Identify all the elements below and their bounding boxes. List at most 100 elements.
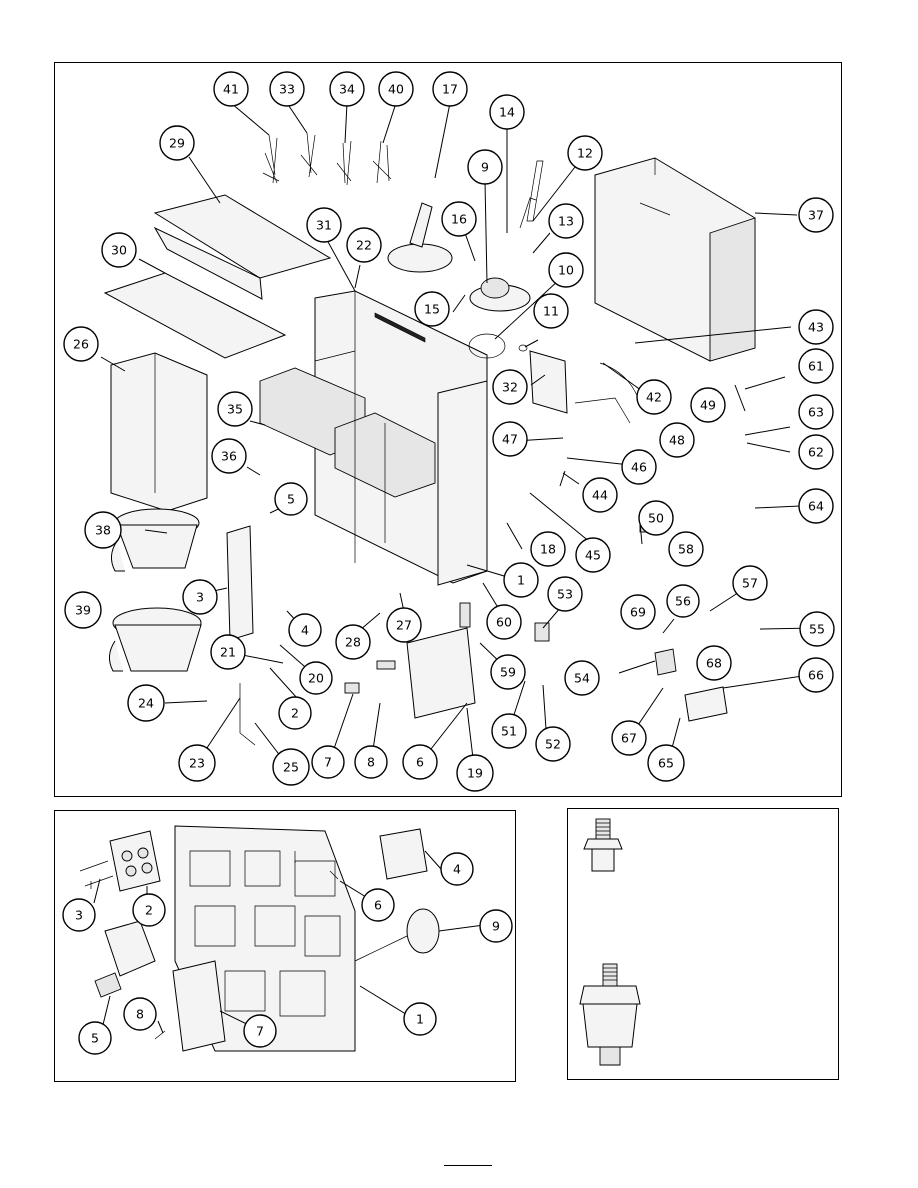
main-exploded-view: 41 33 34 40 17 14 12 9 29 16 13 37 31 22… [63, 71, 835, 792]
wire-harness-group [262, 132, 392, 186]
small-fitting [583, 818, 623, 872]
svg-text:67: 67 [621, 731, 637, 746]
svg-text:54: 54 [574, 671, 590, 686]
svg-text:3: 3 [75, 908, 83, 923]
svg-text:4: 4 [301, 623, 309, 638]
callout: 38 [84, 511, 122, 549]
callout: 59 [490, 654, 526, 690]
callout: 11 [533, 293, 569, 329]
callout: 16 [441, 201, 477, 237]
callout: 29 [159, 125, 195, 161]
inset-callout-bubbles: 4 3 2 6 9 1 5 8 7 [62, 852, 513, 1055]
callout: 5 [274, 482, 308, 516]
callout: 54 [564, 660, 600, 696]
door-panel [226, 525, 254, 641]
callout: 37 [798, 197, 834, 233]
callout: 17 [432, 71, 468, 107]
callout: 35 [217, 391, 253, 427]
callout: 7 [311, 745, 345, 779]
callout: 4 [288, 613, 322, 647]
svg-text:29: 29 [169, 136, 185, 151]
footer-rule [444, 1165, 492, 1167]
svg-text:25: 25 [283, 760, 299, 775]
svg-text:22: 22 [356, 238, 372, 253]
callout: 3 [182, 579, 218, 615]
side-panel [110, 352, 208, 512]
callout: 60 [486, 604, 522, 640]
callout: 7 [243, 1014, 277, 1048]
svg-text:17: 17 [442, 82, 458, 97]
svg-text:43: 43 [808, 320, 824, 335]
callout: 68 [696, 645, 732, 681]
svg-text:28: 28 [345, 635, 361, 650]
svg-text:39: 39 [75, 603, 91, 618]
callout: 9 [467, 149, 503, 185]
svg-text:35: 35 [227, 402, 243, 417]
callout: 39 [64, 591, 102, 629]
svg-text:16: 16 [451, 212, 467, 227]
callout: 46 [621, 449, 657, 485]
svg-text:32: 32 [502, 380, 518, 395]
inset-control-panel: 4 3 2 6 9 1 5 8 7 [54, 810, 516, 1082]
callout: 8 [123, 997, 157, 1031]
main-exploded-view-panel: 41 33 34 40 17 14 12 9 29 16 13 37 31 22… [54, 62, 842, 797]
callout: 23 [178, 744, 216, 782]
callout: 3 [62, 898, 96, 932]
svg-text:20: 20 [308, 671, 324, 686]
svg-text:6: 6 [374, 898, 382, 913]
callout: 33 [269, 71, 305, 107]
callout: 32 [492, 369, 528, 405]
relay-box [684, 686, 728, 722]
callout: 53 [547, 576, 583, 612]
svg-text:7: 7 [324, 755, 332, 770]
svg-text:51: 51 [501, 724, 517, 739]
svg-text:40: 40 [388, 82, 404, 97]
svg-text:69: 69 [630, 605, 646, 620]
plate-32 [529, 350, 568, 414]
svg-text:34: 34 [339, 82, 355, 97]
callout: 40 [378, 71, 414, 107]
svg-text:1: 1 [517, 573, 525, 588]
callout: 67 [611, 720, 647, 756]
callout: 55 [799, 611, 835, 647]
callout: 45 [575, 537, 611, 573]
callout: 19 [456, 754, 494, 792]
svg-text:58: 58 [678, 542, 694, 557]
svg-text:24: 24 [138, 696, 154, 711]
svg-text:9: 9 [492, 919, 500, 934]
top-cover-panels [103, 194, 332, 359]
svg-text:12: 12 [577, 146, 593, 161]
callout: 41 [213, 71, 249, 107]
callout: 61 [798, 348, 834, 384]
callout-bubbles: 41 33 34 40 17 14 12 9 29 16 13 37 31 22… [63, 71, 835, 792]
svg-text:45: 45 [585, 548, 601, 563]
svg-text:37: 37 [808, 208, 824, 223]
svg-text:64: 64 [808, 499, 824, 514]
large-fitting [579, 963, 641, 1066]
callout: 44 [582, 477, 618, 513]
svg-text:13: 13 [558, 214, 574, 229]
inset-parts [79, 825, 440, 1052]
svg-text:62: 62 [808, 445, 824, 460]
callout: 49 [690, 387, 726, 423]
svg-text:11: 11 [543, 304, 559, 319]
svg-text:21: 21 [220, 645, 236, 660]
svg-text:6: 6 [416, 755, 424, 770]
svg-text:52: 52 [545, 737, 561, 752]
control-board [406, 627, 476, 719]
svg-text:47: 47 [502, 432, 518, 447]
callout: 25 [272, 748, 310, 786]
relay [654, 648, 677, 676]
callout: 31 [306, 207, 342, 243]
callout: 66 [798, 657, 834, 693]
svg-text:10: 10 [558, 263, 574, 278]
inset-exploded-view: 4 3 2 6 9 1 5 8 7 [62, 825, 513, 1055]
callout: 69 [620, 594, 656, 630]
callout: 52 [535, 726, 571, 762]
callout: 2 [278, 696, 312, 730]
svg-text:30: 30 [111, 243, 127, 258]
callout: 5 [78, 1021, 112, 1055]
svg-text:26: 26 [73, 337, 89, 352]
callout: 6 [361, 888, 395, 922]
svg-text:38: 38 [95, 523, 111, 538]
